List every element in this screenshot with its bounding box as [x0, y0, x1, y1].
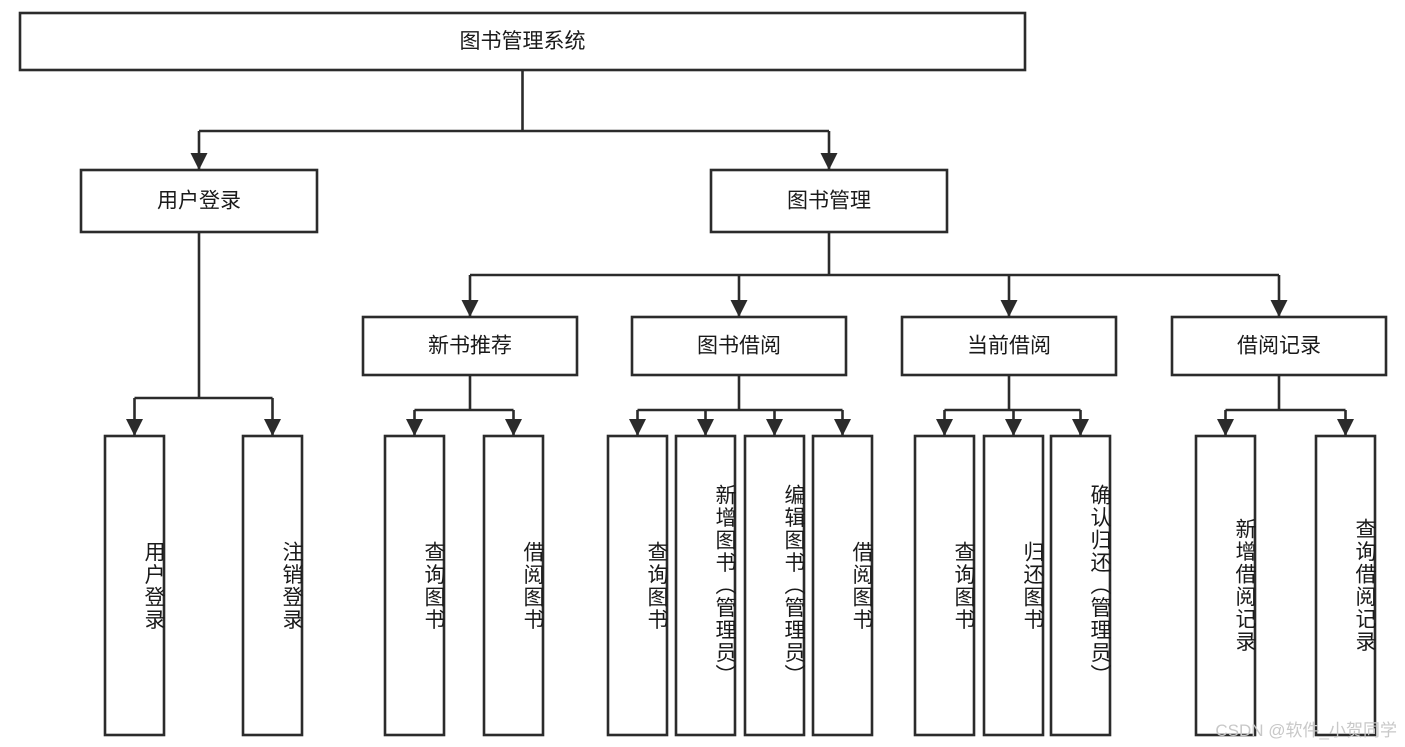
node-label-book-borrow: 图书借阅 [697, 335, 781, 358]
node-box-leaf-query-book-cur [913, 434, 976, 737]
borrow-record-arrow-0 [1217, 419, 1234, 436]
book-borrow-arrow-2 [766, 419, 783, 436]
node-box-leaf-logout [241, 434, 304, 737]
node-label-root: 图书管理系统 [460, 30, 586, 53]
node-box-leaf-query-book-borrow [606, 434, 669, 737]
node-box-new-book-rec [361, 315, 579, 377]
current-borrow-arrow-2 [1072, 419, 1089, 436]
node-box-current-borrow [900, 315, 1118, 377]
node-box-leaf-borrow-book [811, 434, 874, 737]
node-box-leaf-confirm-return-admin [1049, 434, 1112, 737]
node-current-borrow[interactable]: 当前借阅 [900, 315, 1118, 377]
node-leaf-borrow-book-rec[interactable] [482, 434, 545, 737]
node-book-borrow[interactable]: 图书借阅 [630, 315, 848, 377]
node-box-leaf-return-book [982, 434, 1045, 737]
current-borrow-arrow-1 [1005, 419, 1022, 436]
node-leaf-add-book-admin[interactable] [674, 434, 737, 737]
root-arrow-0 [190, 153, 208, 170]
node-box-leaf-edit-book-admin [743, 434, 806, 737]
node-box-leaf-borrow-book-rec [482, 434, 545, 737]
node-box-leaf-user-login [103, 434, 166, 737]
node-leaf-add-record[interactable] [1194, 434, 1257, 737]
node-label-user-login: 用户登录 [157, 190, 241, 213]
new-book-rec-arrow-1 [505, 419, 522, 436]
current-borrow-arrow-0 [936, 419, 953, 436]
node-root[interactable]: 图书管理系统 [18, 11, 1027, 72]
node-box-leaf-query-book-rec [383, 434, 446, 737]
node-leaf-edit-book-admin[interactable] [743, 434, 806, 737]
node-label-new-book-rec: 新书推荐 [428, 335, 512, 358]
book-manage-arrow-0 [461, 300, 479, 317]
book-manage-arrow-2 [1000, 300, 1018, 317]
book-manage-arrow-3 [1270, 300, 1288, 317]
node-leaf-confirm-return-admin[interactable] [1049, 434, 1112, 737]
node-user-login[interactable]: 用户登录 [79, 168, 319, 234]
node-leaf-query-book-borrow[interactable] [606, 434, 669, 737]
node-label-book-manage: 图书管理 [787, 190, 871, 213]
node-leaf-user-login[interactable] [103, 434, 166, 737]
node-box-leaf-add-book-admin [674, 434, 737, 737]
node-book-manage[interactable]: 图书管理 [709, 168, 949, 234]
book-borrow-arrow-0 [629, 419, 646, 436]
book-borrow-arrow-1 [697, 419, 714, 436]
user-login-arrow-1 [264, 419, 281, 436]
node-new-book-rec[interactable]: 新书推荐 [361, 315, 579, 377]
watermark-text: CSDN @软件_小贺同学 [1215, 721, 1397, 740]
node-box-leaf-query-record [1314, 434, 1377, 737]
node-leaf-query-book-cur[interactable] [913, 434, 976, 737]
node-leaf-borrow-book[interactable] [811, 434, 874, 737]
new-book-rec-arrow-0 [406, 419, 423, 436]
node-box-leaf-add-record [1194, 434, 1257, 737]
node-borrow-record[interactable]: 借阅记录 [1170, 315, 1388, 377]
node-leaf-query-book-rec[interactable] [383, 434, 446, 737]
user-login-arrow-0 [126, 419, 143, 436]
node-leaf-return-book[interactable] [982, 434, 1045, 737]
node-label-borrow-record: 借阅记录 [1237, 335, 1321, 358]
node-leaf-logout[interactable] [241, 434, 304, 737]
root-arrow-1 [820, 153, 838, 170]
node-leaf-query-record[interactable] [1314, 434, 1377, 737]
node-label-current-borrow: 当前借阅 [967, 335, 1051, 358]
borrow-record-arrow-1 [1337, 419, 1354, 436]
node-box-user-login [79, 168, 319, 234]
node-box-root [18, 11, 1027, 72]
book-manage-arrow-1 [730, 300, 748, 317]
book-borrow-arrow-3 [834, 419, 851, 436]
